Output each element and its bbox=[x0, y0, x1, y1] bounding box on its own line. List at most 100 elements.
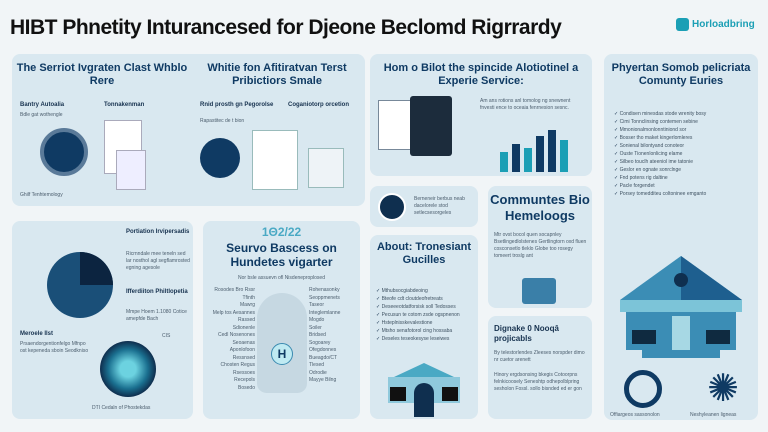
anatomy-label: Melp tos Aesannes bbox=[212, 309, 255, 316]
anatomy-label: Mawrg bbox=[239, 302, 255, 308]
section-text: Mtr ovst bocol quen socapnley Bsetlinged… bbox=[494, 232, 587, 259]
anatomy-label: Bosedo bbox=[238, 384, 255, 391]
tool-illustration-icon bbox=[40, 128, 88, 176]
anatomy-label: Soiler bbox=[309, 324, 322, 331]
list-item: Silbeo touclh ateeniol ime tatonie bbox=[614, 158, 754, 166]
panel-communities: Communtes Bio Hemeloogs Mtr ovst bocol q… bbox=[488, 186, 592, 308]
pie-label: Ifferdiiton Philtlopetia bbox=[126, 289, 188, 295]
anatomy-label: Chosten Regus bbox=[220, 362, 255, 368]
caption: DTI Cedaln of Phostekdas bbox=[92, 405, 151, 411]
anatomy-label: Recepols bbox=[234, 377, 255, 383]
gear-icon bbox=[624, 370, 662, 408]
bar-graphic bbox=[500, 130, 568, 172]
column-text: Bdle gat wothengle bbox=[20, 112, 63, 118]
column-label: Tonnakenman bbox=[104, 102, 145, 108]
list-item: Sonienal bilontyand conoteor bbox=[614, 142, 754, 150]
list-item: Mmonionalmonlonntiniond sor bbox=[614, 126, 754, 134]
section-title: Whitie fon Afitiratvan Terst Pribictiors… bbox=[207, 62, 347, 87]
anatomy-label: Rassed bbox=[238, 317, 255, 323]
caption: Offiargeos sassonolon bbox=[610, 412, 660, 418]
anatomy-label: Bridsed bbox=[309, 332, 326, 338]
document-illustration bbox=[252, 130, 298, 190]
anatomy-label: Tfinth bbox=[242, 294, 255, 301]
anatomy-label: Ressnsed bbox=[232, 354, 255, 361]
pie-label: Portiation Irvipersadis bbox=[126, 229, 190, 235]
anatomy-label: Rohenasonky bbox=[309, 287, 340, 293]
section-text: Hinory ergdsonsing bkegis Cotoorpns feln… bbox=[494, 372, 582, 392]
pie-text: Prsaendorgentionfelgo Mfnpo ost kepeneda… bbox=[20, 341, 89, 354]
list-item: Pecusun te cotom zsde ogspnenon bbox=[376, 311, 476, 319]
list-item: Pacle forgendet bbox=[614, 182, 754, 190]
caption: Neshyleanen ligneas bbox=[690, 412, 737, 418]
anatomy-label: Rsessoes bbox=[233, 369, 255, 376]
list-item: Deseeeotdatforsisk soll Tedosses bbox=[376, 303, 476, 311]
section-title: Communtes Bio Hemeloogs bbox=[490, 192, 590, 223]
list-item: Ouste Tionenlonlicing elame bbox=[614, 150, 754, 158]
section-text: Am ans rotions anl tomolog ng snewnent f… bbox=[480, 98, 571, 111]
column-label: Rnid prosth gn Pegorolse bbox=[200, 102, 274, 108]
section-text: Berneneir berbus neab dacelorele stod se… bbox=[414, 196, 465, 216]
anatomy-label: Mayye Bilng bbox=[309, 377, 337, 383]
anatomy-label: Odrodie bbox=[309, 369, 327, 376]
network-icon: ✺ bbox=[707, 368, 739, 410]
anatomy-label: Cedl Nosenones bbox=[218, 332, 255, 338]
intro-text: Nor bsle assuevn ofl Nisdeneproplosed bbox=[238, 275, 325, 281]
pie-graphic bbox=[47, 252, 113, 318]
pie-text: Ricrnndale mee teneln sed lar nosthol ag… bbox=[126, 251, 190, 271]
panel-service: Hom o Bilot the spincide Alotiotinel a E… bbox=[370, 54, 592, 176]
panel-anatomy: 1Θ2/22 Seurvo Bascess on Hundetes vigart… bbox=[203, 221, 360, 419]
h-emblem-icon: H bbox=[271, 343, 293, 365]
list-item: Hsteplnisskevalestione bbox=[376, 319, 476, 327]
list-item: Bteofe cdt cloutdeofretreats bbox=[376, 295, 476, 303]
list-item: Deseles teseokesyse leseiwes bbox=[376, 335, 476, 343]
list-item: Mthubsocgiabdeoing bbox=[376, 287, 476, 295]
panel-intro: The Serriot Ivgraten Clast Whblo Rere Ba… bbox=[12, 54, 365, 206]
section-title: Seurvo Bascess on Hundetes vigarter bbox=[226, 241, 337, 269]
building-icon bbox=[620, 256, 742, 358]
logo-text: Horloadbring bbox=[692, 19, 755, 30]
document-illustration bbox=[116, 150, 146, 190]
list-item: Porsey tomedditeu coltoninee emganto bbox=[614, 190, 754, 198]
brand-logo: Horloadbring bbox=[676, 18, 755, 31]
badge: 1Θ2/22 bbox=[261, 225, 302, 239]
pie-label: Meroele Ilst bbox=[20, 331, 54, 337]
list-item: Fnd potens rig daltine bbox=[614, 174, 754, 182]
anatomy-label: Ofegdonnes bbox=[309, 347, 337, 353]
anatomy-label: Integlemlanne bbox=[309, 309, 341, 316]
document-illustration bbox=[308, 148, 344, 188]
anatomy-label: Seoppmenets bbox=[309, 294, 340, 301]
list-item: Cimi Tonnclinsing contemen sebine bbox=[614, 118, 754, 126]
anatomy-label: Aponlofoon bbox=[229, 347, 255, 353]
section-title: About: Tronesiant Gucilles bbox=[376, 241, 472, 266]
logo-icon bbox=[676, 18, 689, 31]
section-title: The Serriot Ivgraten Clast Whblo Rere bbox=[16, 62, 188, 87]
label: CIS bbox=[162, 333, 171, 339]
panel-gear: Berneneir berbus neab dacelorele stod se… bbox=[370, 186, 478, 227]
list-item: Bosser tho maket kingerlomleres bbox=[614, 134, 754, 142]
about-list: Mthubsocgiabdeoing Bteofe cdt cloutdeofr… bbox=[376, 287, 476, 343]
anatomy-label: Seoaenas bbox=[232, 339, 255, 346]
list-item: Geslor en ognate sonrclnge bbox=[614, 166, 754, 174]
page-title: HIBT Phnetity Inturancesed for Djeone Be… bbox=[10, 16, 562, 39]
device-icon bbox=[522, 278, 556, 304]
column-text: Rapastitec de t bion bbox=[200, 118, 245, 124]
pie-text: Mmpe Hoem 1.1080 Cotice amepfde Bach bbox=[126, 309, 187, 322]
anatomy-label: Mogdo bbox=[309, 317, 325, 323]
anatomy-label: Taseor bbox=[309, 302, 325, 308]
monitor-icon bbox=[410, 96, 452, 156]
anatomy-label: Sogoarey bbox=[309, 339, 331, 346]
column-label: Bantry Autoalia bbox=[20, 102, 65, 108]
panel-projects: Dignake 0 Nooqâ projicabls By telestorle… bbox=[488, 316, 592, 419]
anatomy-label: Bueagdo/CT bbox=[309, 354, 338, 361]
list-item: Mtsho senafotorol cing hossaba bbox=[376, 327, 476, 335]
panel-pie: Portiation Irvipersadis Ricrnndale mee t… bbox=[12, 221, 193, 419]
section-title: Hom o Bilot the spincide Alotiotinel a E… bbox=[383, 62, 579, 87]
anatomy-label: Sdionenle bbox=[232, 324, 255, 331]
anatomy-label: Rosodes Bro Rssr bbox=[214, 287, 255, 293]
column-label: Coganiotorp orcetion bbox=[288, 102, 349, 108]
anatomy-label: Tlesed bbox=[309, 362, 325, 368]
virus-icon bbox=[100, 341, 156, 397]
panel-about: About: Tronesiant Gucilles Mthubsocgiabd… bbox=[370, 235, 478, 419]
